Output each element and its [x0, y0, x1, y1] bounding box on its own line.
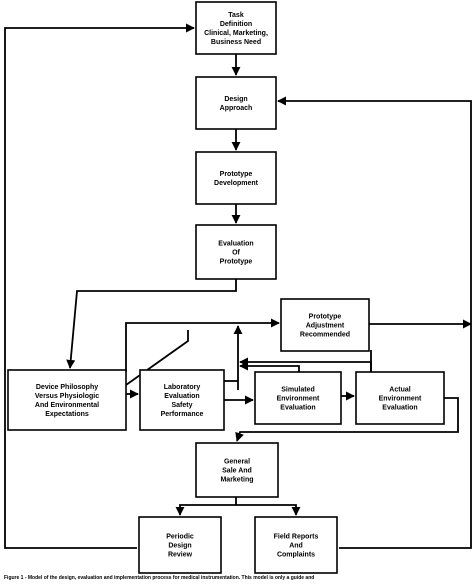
- box-outline: [195, 151, 277, 205]
- box-label-line: General: [224, 459, 250, 466]
- box-outline: [7, 369, 127, 431]
- flow-arrow: [339, 324, 472, 549]
- box-label-line: Field Reports: [274, 534, 319, 541]
- box-label-line: Versus Physiologic: [35, 393, 99, 400]
- box-outline: [195, 224, 277, 280]
- box-label-line: Environment: [277, 396, 320, 403]
- box-label-line: Of: [232, 250, 240, 257]
- box-outline: [355, 371, 445, 425]
- box-label-line: Definition: [220, 21, 252, 28]
- flow-arrow: [239, 361, 300, 372]
- box-label-line: Business Need: [211, 39, 261, 46]
- box-label-line: Environment: [379, 396, 422, 403]
- box-label-line: Complaints: [277, 552, 315, 559]
- flow-arrow: [236, 504, 301, 516]
- box-label-line: Expectations: [45, 411, 89, 418]
- box-outline: [254, 516, 338, 574]
- box-label-line: Recommended: [300, 332, 350, 339]
- box-label-line: Safety: [171, 402, 192, 409]
- flow-arrow: [66, 279, 237, 369]
- box-outline: [195, 1, 277, 55]
- box-label-line: Evaluation: [164, 393, 199, 400]
- box-label-line: Periodic: [166, 534, 194, 541]
- flow-arrow: [4, 23, 195, 549]
- box-label-line: Evaluation: [218, 241, 253, 248]
- box-label-line: Laboratory: [164, 384, 201, 391]
- box-label-line: Design: [224, 96, 247, 103]
- box-label-line: Actual: [389, 387, 410, 394]
- box-outline: [195, 442, 279, 498]
- box-label-line: Sale And: [222, 468, 252, 475]
- box-label-line: And Environmental: [35, 402, 99, 409]
- box-label-line: Performance: [161, 411, 204, 418]
- box-label-line: Evaluation: [382, 405, 417, 412]
- flow-arrow: [235, 397, 459, 442]
- box-label-line: Simulated: [281, 387, 314, 394]
- box-label-line: Marketing: [220, 477, 253, 484]
- box-label-line: Prototype: [220, 259, 253, 266]
- box-label-line: And: [289, 543, 303, 550]
- flow-arrow: [125, 318, 280, 372]
- flow-arrow: [277, 96, 472, 324]
- box-label-line: Approach: [220, 105, 253, 112]
- flow-arrow: [175, 497, 237, 516]
- box-label-line: Prototype: [220, 171, 253, 178]
- box-label-line: Design: [168, 543, 191, 550]
- box-label-line: Development: [214, 180, 259, 187]
- box-label-line: Clinical, Marketing,: [204, 30, 268, 37]
- figure-caption: Figure 1 - Model of the design, evaluati…: [4, 575, 315, 581]
- box-outline: [254, 371, 342, 425]
- box-label-line: Task: [228, 12, 244, 19]
- box-label-line: Prototype: [309, 314, 342, 321]
- box-label-line: Adjustment: [306, 323, 345, 330]
- box-outline: [195, 76, 277, 130]
- box-label-line: Evaluation: [280, 405, 315, 412]
- flow-arrow: [239, 357, 372, 372]
- box-outline: [138, 516, 222, 574]
- box-label-line: Review: [168, 552, 193, 559]
- box-label-line: Device Philosophy: [36, 384, 98, 391]
- box-outline: [139, 369, 225, 431]
- box-outline: [280, 298, 370, 352]
